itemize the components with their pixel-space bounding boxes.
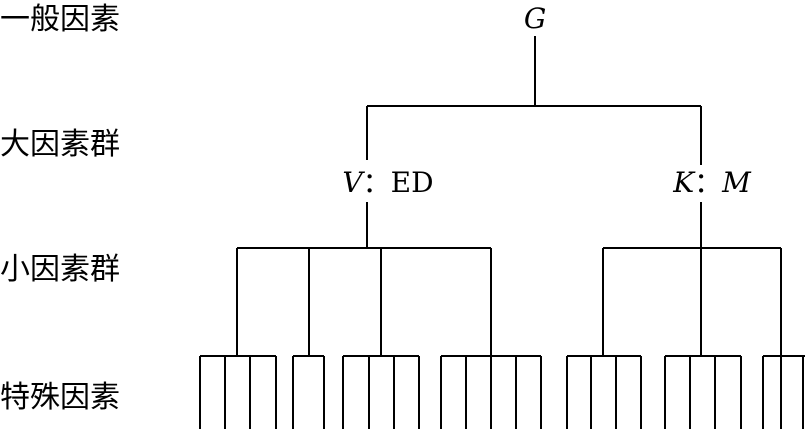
level-label-minor-group: 小因素群: [0, 252, 120, 287]
left-node-v: V: [342, 166, 365, 199]
left-node-ed: ED: [391, 166, 434, 199]
right-node-k: K: [672, 166, 696, 199]
right-node-label: K：M: [672, 166, 752, 199]
level-label-specific: 特殊因素: [0, 380, 120, 415]
tree-lines: [199, 36, 805, 429]
level-label-general: 一般因素: [0, 2, 120, 37]
level-label-major-group: 大因素群: [0, 127, 120, 162]
right-node-m: M: [721, 166, 752, 199]
left-node-sep: ：: [363, 166, 391, 199]
root-node-label: G: [524, 2, 546, 35]
left-node-label: V：ED: [342, 166, 433, 199]
right-node-sep: ：: [694, 166, 722, 199]
